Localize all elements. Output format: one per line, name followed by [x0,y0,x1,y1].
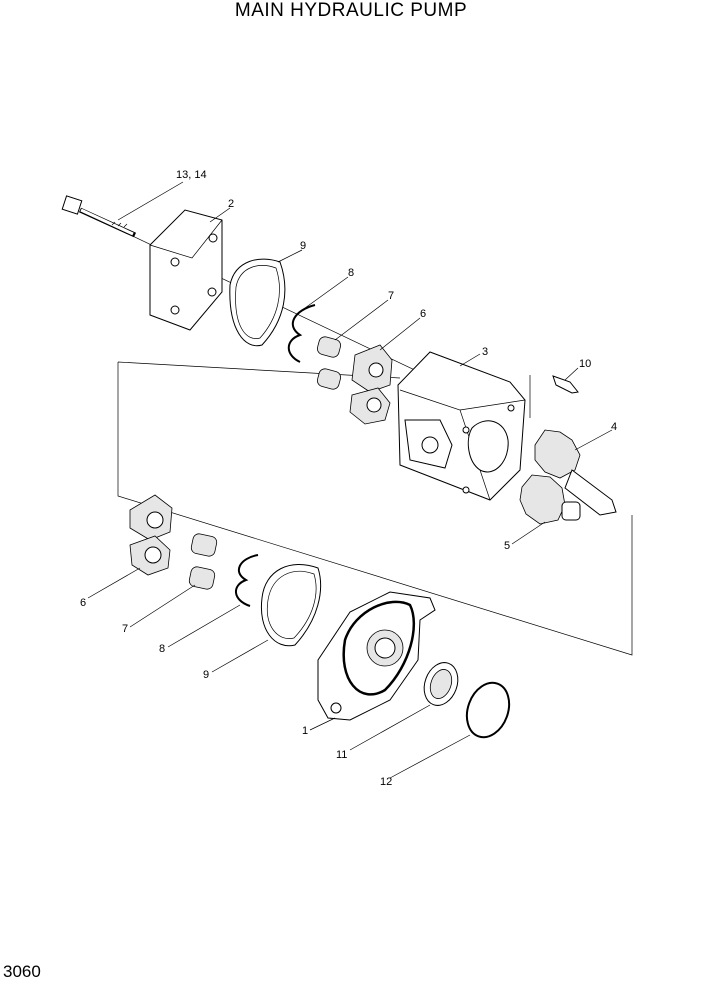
bearing-block-upper-part [349,344,393,425]
callout-label: 7 [122,623,128,635]
mounting-flange-part [317,591,436,721]
clip-upper-part [287,304,316,363]
callout-label: 9 [203,669,209,681]
callout-label: 12 [380,776,392,788]
callout-label: 9 [300,240,306,252]
callout-label: 7 [388,290,394,302]
bushing-upper-part [316,336,342,390]
callout-label: 3 [482,346,488,358]
page-number: 3060 [3,962,41,981]
pump-housing-part [397,351,526,501]
leader-lines [87,181,613,779]
callout-label: 5 [504,540,510,552]
bearing-block-lower-part [129,494,173,576]
cover-part [149,209,223,331]
clip-lower-part [235,554,259,607]
pin-part [552,375,579,394]
callout-labels: 13, 14 2 9 8 7 6 3 10 4 5 6 7 8 9 1 11 1… [80,169,617,788]
bolt-part [61,195,137,238]
oil-seal-part [423,662,459,706]
snap-ring-part [465,681,511,739]
callout-label: 2 [228,198,234,210]
callout-label: 4 [611,421,617,433]
callout-label: 6 [420,308,426,320]
drive-gear-part [534,429,617,516]
gasket-lower-part [260,564,322,647]
callout-label: 6 [80,597,86,609]
callout-label: 10 [579,358,591,370]
callout-label: 8 [159,643,165,655]
callout-label: 8 [348,267,354,279]
gasket-upper-part [229,258,286,347]
page-title: MAIN HYDRAULIC PUMP [234,0,468,21]
callout-label: 11 [336,749,347,761]
driven-gear-part [519,474,581,525]
bushing-lower-part [188,533,218,590]
callout-label: 1 [302,725,308,737]
callout-label: 13, 14 [176,169,207,181]
